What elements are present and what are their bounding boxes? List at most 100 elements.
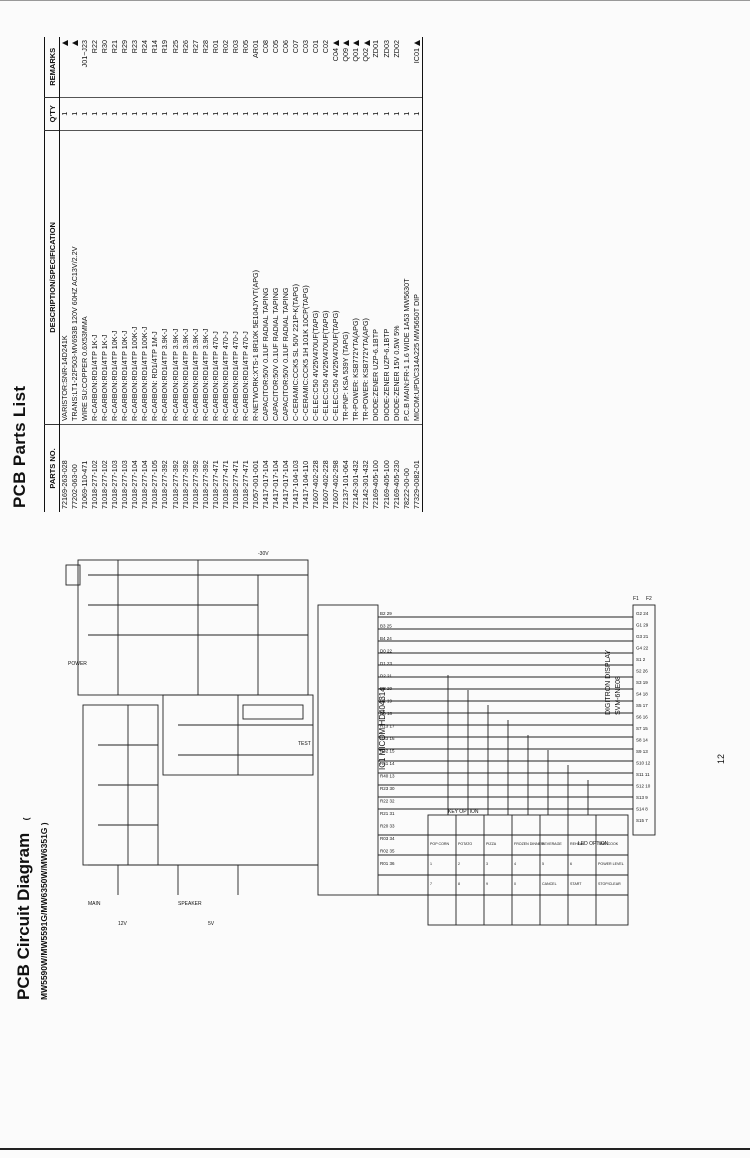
power-section [77, 559, 309, 696]
part-number: 71018-277-392 [200, 424, 211, 512]
part-remark: R27 [191, 37, 201, 97]
part-remark: R25 [171, 37, 181, 97]
keypad-key-label: PIZZA [486, 842, 497, 846]
part-qty: 1 [301, 97, 312, 131]
part-remark-text: R05 [240, 40, 250, 54]
part-qty-text: 1 [70, 111, 80, 116]
keypad-key-label: 2 [458, 862, 460, 866]
parts-table-header: PARTS NO. DESCRIPTION/SPECIFICATION Q'TY… [44, 37, 60, 512]
part-number: 71018-277-471 [210, 424, 221, 512]
part-number-text: 71018-277-102 [90, 460, 100, 509]
ic-pin-label: R22 32 [380, 799, 395, 804]
part-description-text: C-CERAMIC:CCK5 1H 101K 10CP(TAPG) [301, 285, 311, 421]
safety-warning-icon [333, 40, 340, 46]
display-pin-label: S7 15 [636, 726, 648, 731]
part-number: 71018-277-471 [230, 424, 241, 512]
part-description: DIODE:ZENER UZP-6.1BTP [371, 130, 382, 425]
part-description-text: R-CARBON:RD1/4TP 3.9K-J [180, 328, 190, 421]
part-remark-text: R28 [200, 40, 210, 54]
part-remark: IC01 [411, 37, 423, 98]
part-remark-text: C08 [260, 40, 270, 54]
part-number-text: 71018-277-471 [230, 460, 240, 509]
ic-pin-label: R20 33 [380, 824, 395, 829]
part-remark-text: R30 [100, 40, 110, 54]
schematic-label: -30V [258, 551, 269, 557]
part-number-text: 71417-104-110 [301, 460, 311, 509]
display-label: DIGITRON DISPLAY [605, 649, 612, 715]
part-description-text: TRANS:LT1-22F503-MV693B 120V 60HZ AC13V/… [70, 246, 80, 421]
part-number: 71018-277-392 [170, 424, 181, 512]
part-qty-text: 1 [240, 111, 250, 116]
part-number: 72137-101-064 [341, 424, 352, 512]
part-description-text: R-NETWORK:XTS-1 8R10K 5E104JYVT(APG) [250, 269, 260, 421]
part-number: 77329-0082-01 [411, 424, 423, 512]
part-qty-text: 1 [341, 111, 351, 116]
part-qty-text: 1 [331, 111, 341, 116]
part-description-text: R-CARBON:RD1/4TP 3.9K-J [160, 328, 170, 421]
part-qty: 1 [351, 97, 362, 131]
part-qty: 1 [391, 97, 402, 131]
part-qty: 1 [150, 97, 161, 131]
part-remark: ZD03 [382, 37, 392, 97]
part-qty: 1 [230, 97, 241, 131]
page-number: 12 [716, 753, 726, 764]
part-number-text: 71018-277-105 [150, 460, 160, 509]
keypad-key-label: 0 [514, 882, 516, 886]
part-remark [60, 37, 71, 97]
part-remark: R14 [150, 37, 160, 97]
part-number: 71018-277-104 [140, 424, 151, 512]
display-pin-label: S12 10 [636, 784, 651, 789]
ic-micom-body [317, 604, 379, 896]
schematic-diagram: IC1 MICOM HD404314 DIGITRON DISPLAY SVM-… [65, 551, 656, 927]
part-remark-text: Q01 [351, 48, 361, 62]
display-pin-label: S8 14 [636, 738, 648, 743]
part-number-text: 72169-263-028 [60, 460, 70, 509]
part-qty: 1 [200, 97, 211, 131]
part-qty-text: 1 [230, 111, 240, 116]
part-remark: Q02 [361, 37, 371, 97]
schematic-label: MAIN [88, 901, 101, 907]
part-qty-text: 1 [371, 111, 381, 116]
part-description-text: R-CARBON:RD1/4TP 10K-J [120, 330, 130, 421]
display-body [632, 604, 656, 836]
part-description: R-CARBON:RD1/4TP 10K-J [110, 130, 121, 425]
schematic-label: POWER [68, 661, 87, 667]
part-description: CAPACITOR:50V 0.1UF RADIAL TAPING [260, 130, 271, 425]
part-number: 71607-402-298 [331, 424, 342, 512]
part-description: P.C.B MAIN:FR-1 1.6 WIDE 1A53 MW5630T [401, 130, 412, 425]
part-qty: 1 [170, 97, 181, 131]
part-qty: 1 [90, 97, 101, 131]
ic-pin-label: R42 15 [380, 749, 395, 754]
part-number: 71057-001-001 [250, 424, 261, 512]
part-remark: R03 [231, 37, 241, 97]
display-pin-label: G1 29 [636, 623, 649, 628]
part-number: 72142-301-432 [351, 424, 362, 512]
display-pin-label: S5 17 [636, 703, 648, 708]
display-pin-label: G2 24 [636, 611, 649, 616]
keypad-key-label: 5 [542, 862, 544, 866]
ic-pin-label: R02 35 [380, 849, 395, 854]
part-qty: 1 [80, 97, 91, 131]
part-number-text: 71018-277-392 [160, 460, 170, 509]
part-number-text: 71018-277-471 [240, 460, 250, 509]
part-qty: 1 [311, 97, 322, 131]
part-remark-text: R14 [150, 40, 160, 54]
keypad-key-label: 8 [458, 882, 460, 886]
keypad-key-label: POP CORN [430, 842, 450, 846]
safety-warning-icon [62, 40, 69, 46]
part-description-text: TR-POWER: KSB772YTA(APG) [361, 318, 371, 421]
parts-list-title: PCB Parts List [10, 385, 29, 508]
ic-pin-label: D1 23 [380, 661, 393, 666]
part-remark: Q01 [351, 37, 361, 97]
top-rule [0, 0, 750, 1]
part-qty-text: 1 [80, 111, 90, 116]
